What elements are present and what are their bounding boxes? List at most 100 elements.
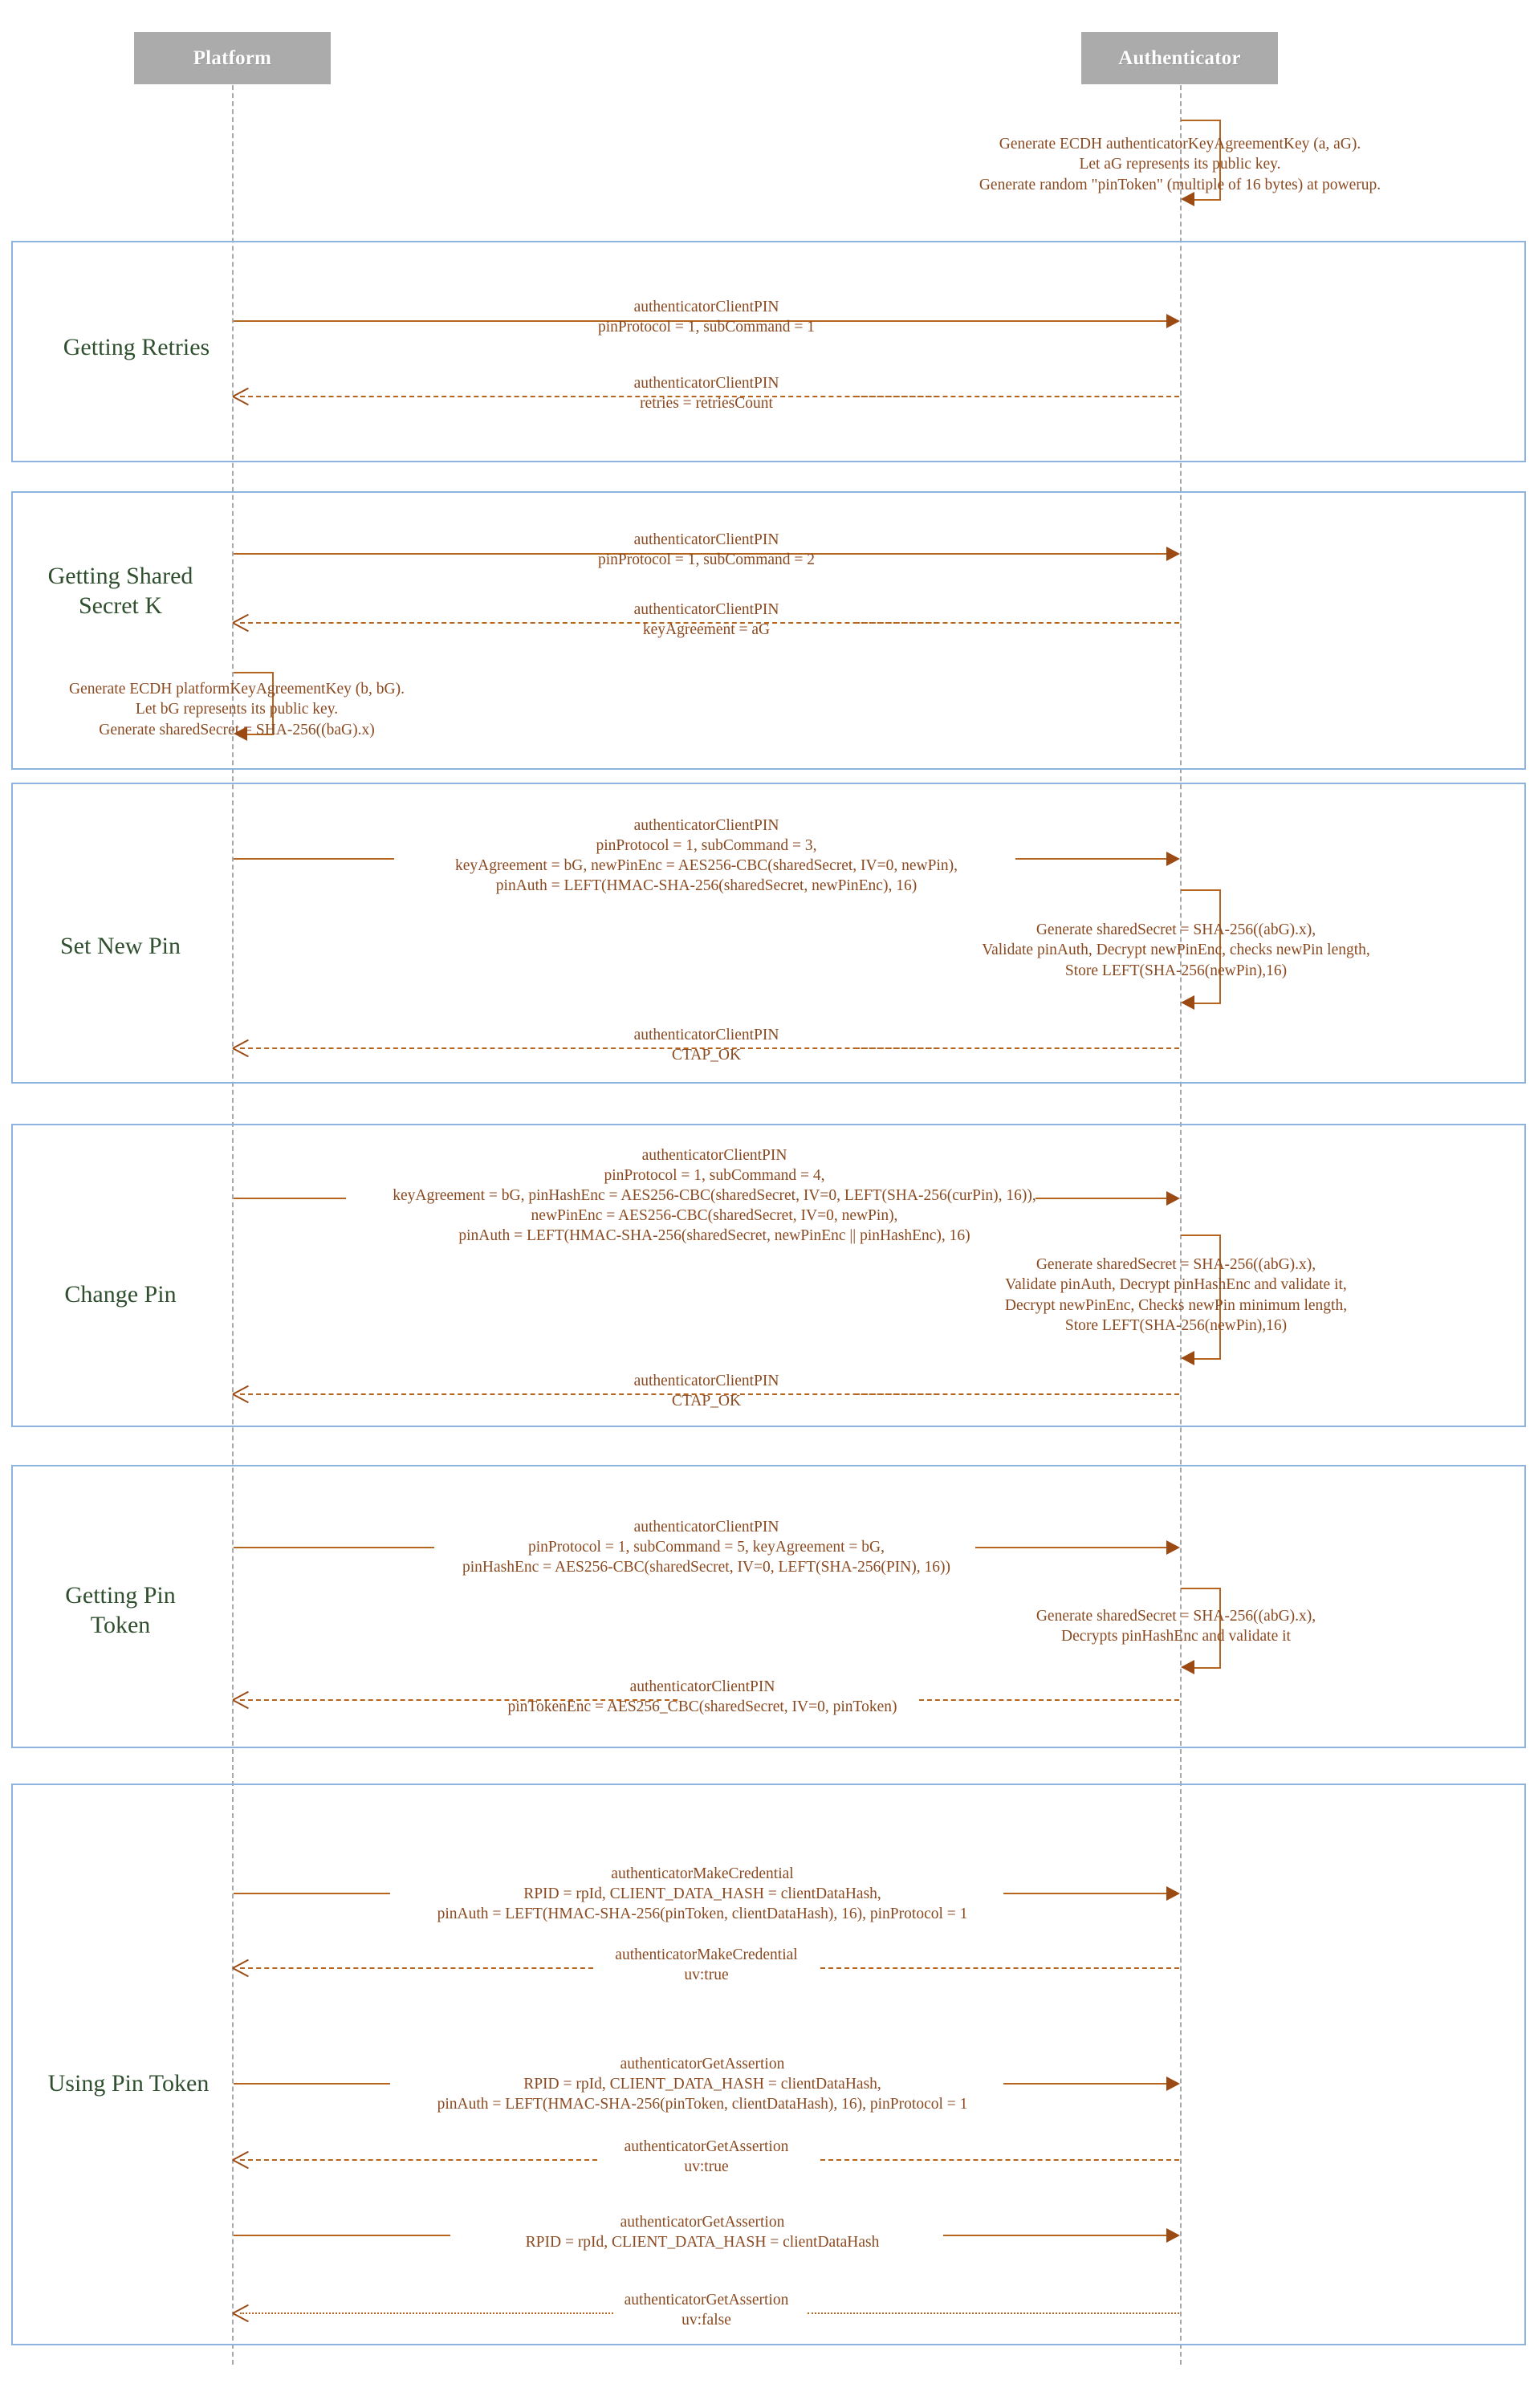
note-line: Generate sharedSecret = SHA-256((baG).x) [99, 721, 375, 738]
message-line-shared-secret-response [240, 622, 938, 624]
message-line-set-new-pin-response-tail [855, 1047, 1179, 1049]
message-line-retries-response [240, 396, 938, 397]
message-arrow-get-assertion-response-1-icon [233, 2150, 250, 2168]
message-line-pin-token-request [234, 1547, 434, 1548]
frame-label-line: Getting Shared [47, 563, 193, 589]
message-line-text: newPinEnc = AES256-CBC(sharedSecret, IV=… [531, 1206, 898, 1224]
message-line-make-credential-response [240, 1967, 593, 1969]
auth-set-pin-loop-arrow-icon [1181, 995, 1194, 1010]
preamble-self-loop-top [1181, 120, 1221, 121]
preamble-self-loop-bottom [1194, 199, 1221, 201]
frame-label-line: Secret K [78, 592, 163, 619]
message-line-text: authenticatorClientPIN [633, 531, 779, 548]
actor-platform[interactable]: Platform [134, 32, 331, 84]
message-line-make-credential-request [234, 1893, 390, 1894]
message-line-get-assertion-response-1 [240, 2159, 597, 2161]
message-line-retries-response-tail [855, 396, 1179, 397]
frame-getting-retries-label: Getting Retries [16, 333, 257, 363]
auth-change-pin-loop-arrow-icon [1181, 1351, 1194, 1365]
actor-authenticator[interactable]: Authenticator [1081, 32, 1278, 84]
message-text-get-assertion-response-2: authenticatorGetAssertion uv:false [401, 2291, 1011, 2331]
frame-set-new-pin [11, 783, 1526, 1084]
platform-ecdh-loop-top [234, 672, 274, 673]
message-line-text: authenticatorClientPIN [629, 1678, 775, 1695]
platform-ecdh-loop-right [272, 672, 274, 734]
message-line-text: authenticatorClientPIN [633, 601, 779, 618]
message-arrow-make-credential-request-icon [1166, 1886, 1180, 1901]
message-line-shared-secret-request-tail [851, 553, 1168, 555]
frame-label-line: Change Pin [64, 1281, 177, 1308]
message-text-shared-secret-response: authenticatorClientPIN keyAgreement = aG [401, 600, 1011, 641]
message-line-text: authenticatorClientPIN [633, 299, 779, 315]
message-line-text: pinTokenEnc = AES256_CBC(sharedSecret, I… [507, 1698, 897, 1715]
message-line-text: pinProtocol = 1, subCommand = 5, keyAgre… [527, 1538, 885, 1556]
message-line-pin-token-response [240, 1699, 677, 1701]
note-authenticator-change-pin: Generate sharedSecret = SHA-256((abG).x)… [803, 1255, 1538, 1336]
message-line-text: RPID = rpId, CLIENT_DATA_HASH = clientDa… [523, 2075, 881, 2093]
message-line-shared-secret-response-tail [855, 622, 1179, 624]
message-arrow-get-assertion-response-2-icon [233, 2304, 250, 2321]
message-line-pin-token-response-tail [919, 1699, 1179, 1701]
message-line-text: authenticatorMakeCredential [611, 1865, 794, 1882]
auth-pin-token-loop-top [1181, 1588, 1221, 1589]
auth-set-pin-loop-bottom [1194, 1003, 1221, 1004]
message-line-retries-request-tail [851, 320, 1168, 322]
frame-label-line: Getting Retries [63, 334, 210, 360]
message-text-make-credential-request: authenticatorMakeCredential RPID = rpId,… [273, 1865, 1132, 1925]
message-arrow-set-new-pin-response-icon [233, 1039, 250, 1056]
auth-change-pin-loop-right [1219, 1235, 1221, 1359]
message-line-text: authenticatorClientPIN [633, 817, 779, 834]
message-line-change-pin-request-tail [1036, 1198, 1168, 1199]
preamble-note-line-3: Generate random "pinToken" (multiple of … [979, 176, 1381, 193]
message-line-text: keyAgreement = aG [642, 620, 771, 638]
message-arrow-change-pin-response-icon [233, 1385, 250, 1402]
frame-label-line: Getting Pin [65, 1582, 176, 1609]
frame-label-line: Token [90, 1611, 151, 1638]
note-line: Generate sharedSecret = SHA-256((abG).x)… [1036, 1608, 1316, 1625]
message-line-text: pinProtocol = 1, subCommand = 1 [597, 318, 816, 336]
message-line-text: pinProtocol = 1, subCommand = 4, [604, 1166, 825, 1184]
message-line-pin-token-request-tail [975, 1547, 1168, 1548]
message-text-pin-token-response: authenticatorClientPIN pinTokenEnc = AES… [353, 1678, 1052, 1718]
message-line-set-new-pin-response [240, 1047, 938, 1049]
note-authenticator-set-pin: Generate sharedSecret = SHA-256((abG).x)… [803, 920, 1538, 981]
frame-change-pin-label: Change Pin [0, 1280, 241, 1310]
message-line-text: pinAuth = LEFT(HMAC-SHA-256(pinToken, cl… [437, 1905, 968, 1922]
note-line: Decrypt newPinEnc, Checks newPin minimum… [1004, 1296, 1348, 1314]
message-line-text: authenticatorGetAssertion [620, 2056, 785, 2072]
message-text-get-assertion-request-1: authenticatorGetAssertion RPID = rpId, C… [273, 2055, 1132, 2115]
message-arrow-shared-secret-response-icon [233, 613, 250, 631]
actor-authenticator-label: Authenticator [1118, 47, 1241, 69]
preamble-note-line-1: Generate ECDH authenticatorKeyAgreementK… [999, 136, 1361, 153]
message-line-text: CTAP_OK [671, 1046, 742, 1064]
actor-platform-label: Platform [193, 47, 272, 69]
note-line: Generate sharedSecret = SHA-256((abG).x)… [1036, 1256, 1316, 1273]
message-text-retries-request: authenticatorClientPIN pinProtocol = 1, … [401, 298, 1011, 338]
message-text-change-pin-response: authenticatorClientPIN CTAP_OK [401, 1372, 1011, 1412]
frame-using-pin-token-label: Using Pin Token [8, 2069, 249, 2099]
message-arrow-get-assertion-request-2-icon [1166, 2228, 1180, 2243]
message-line-text: authenticatorClientPIN [633, 1373, 779, 1389]
preamble-self-loop-right [1219, 120, 1221, 200]
message-line-text: pinAuth = LEFT(HMAC-SHA-256(sharedSecret… [458, 1226, 970, 1244]
auth-pin-token-loop-bottom [1194, 1667, 1221, 1669]
message-line-text: pinProtocol = 1, subCommand = 3, [596, 836, 817, 854]
preamble-self-loop-arrow-icon [1181, 192, 1194, 206]
note-line: Validate pinAuth, Decrypt newPinEnc, che… [982, 942, 1370, 959]
frame-set-new-pin-label: Set New Pin [0, 932, 241, 962]
message-line-text: authenticatorClientPIN [641, 1147, 787, 1164]
note-authenticator-pin-token: Generate sharedSecret = SHA-256((abG).x)… [803, 1606, 1538, 1647]
frame-getting-pin-token [11, 1465, 1526, 1748]
frame-getting-shared-secret-label: Getting Shared Secret K [0, 562, 241, 620]
auth-pin-token-loop-arrow-icon [1181, 1660, 1194, 1674]
lifeline-platform [232, 45, 234, 2365]
auth-set-pin-loop-right [1219, 889, 1221, 1003]
message-line-get-assertion-response-2-tail [808, 2312, 1179, 2314]
note-line: Generate sharedSecret = SHA-256((abG).x)… [1036, 921, 1316, 938]
message-line-text: authenticatorClientPIN [633, 375, 779, 392]
frame-getting-shared-secret [11, 491, 1526, 770]
message-arrow-pin-token-request-icon [1166, 1540, 1180, 1555]
message-line-text: keyAgreement = bG, newPinEnc = AES256-CB… [455, 856, 958, 874]
message-line-change-pin-response [240, 1393, 938, 1395]
note-line: Store LEFT(SHA-256(newPin),16) [1064, 1317, 1288, 1335]
